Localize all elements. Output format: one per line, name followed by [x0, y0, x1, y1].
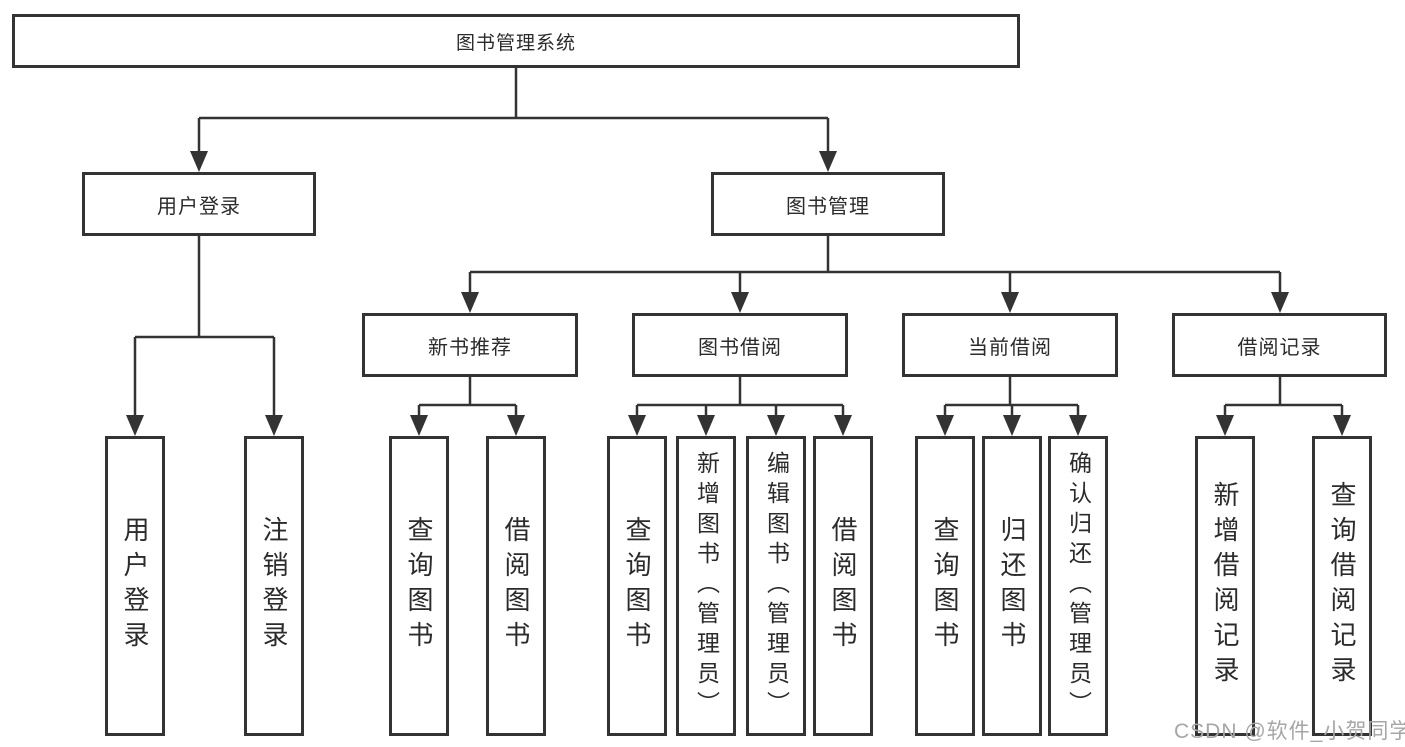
- arrowheads: [126, 151, 1351, 436]
- node-label: 新增图书（管理员）: [693, 451, 720, 721]
- leaf-query-borrow-record: 查询借阅记录: [1312, 436, 1372, 736]
- leaf-return-books: 归还图书: [982, 436, 1042, 736]
- node-label: 归还图书: [997, 516, 1027, 656]
- leaf-confirm-return-admin: 确认归还（管理员）: [1048, 436, 1108, 736]
- node-label: 图书管理系统: [455, 32, 576, 54]
- node-label: 借阅记录: [1237, 336, 1322, 359]
- leaf-logout: 注销登录: [244, 436, 304, 736]
- node-library-management-system: 图书管理系统: [12, 14, 1020, 68]
- node-label: 新增借阅记录: [1210, 481, 1240, 691]
- node-book-borrow: 图书借阅: [632, 313, 848, 377]
- node-label: 借阅图书: [501, 516, 531, 656]
- node-label: 用户登录: [157, 195, 241, 218]
- node-label: 查询借阅记录: [1327, 481, 1357, 691]
- watermark: CSDN @软件_小贺同学: [1174, 720, 1405, 743]
- leaf-edit-books-admin: 编辑图书（管理员）: [746, 436, 806, 736]
- leaf-add-borrow-record: 新增借阅记录: [1195, 436, 1255, 736]
- node-borrow-records: 借阅记录: [1172, 313, 1387, 377]
- leaf-query-books-borrow: 查询图书: [607, 436, 667, 736]
- leaf-query-books-current: 查询图书: [915, 436, 975, 736]
- leaf-user-login: 用户登录: [105, 436, 165, 736]
- node-label: 编辑图书（管理员）: [763, 451, 790, 721]
- node-label: 查询图书: [404, 516, 434, 656]
- node-label: 当前借阅: [968, 336, 1052, 359]
- node-current-borrow: 当前借阅: [902, 313, 1118, 377]
- node-label: 查询图书: [622, 516, 652, 656]
- node-user-login: 用户登录: [82, 172, 316, 236]
- node-label: 新书推荐: [428, 336, 512, 359]
- leaf-borrow-books-recommend: 借阅图书: [486, 436, 546, 736]
- node-label: 图书借阅: [698, 336, 782, 359]
- node-label: 用户登录: [120, 516, 150, 656]
- node-label: 图书管理: [786, 195, 870, 218]
- node-label: 查询图书: [930, 516, 960, 656]
- node-label: 确认归还（管理员）: [1065, 451, 1092, 721]
- node-new-book-recommend: 新书推荐: [362, 313, 578, 377]
- node-label: 借阅图书: [828, 516, 858, 656]
- leaf-query-books-recommend: 查询图书: [389, 436, 449, 736]
- leaf-borrow-books: 借阅图书: [813, 436, 873, 736]
- node-book-management: 图书管理: [711, 172, 945, 236]
- node-label: 注销登录: [259, 516, 289, 656]
- leaf-add-books-admin: 新增图书（管理员）: [676, 436, 736, 736]
